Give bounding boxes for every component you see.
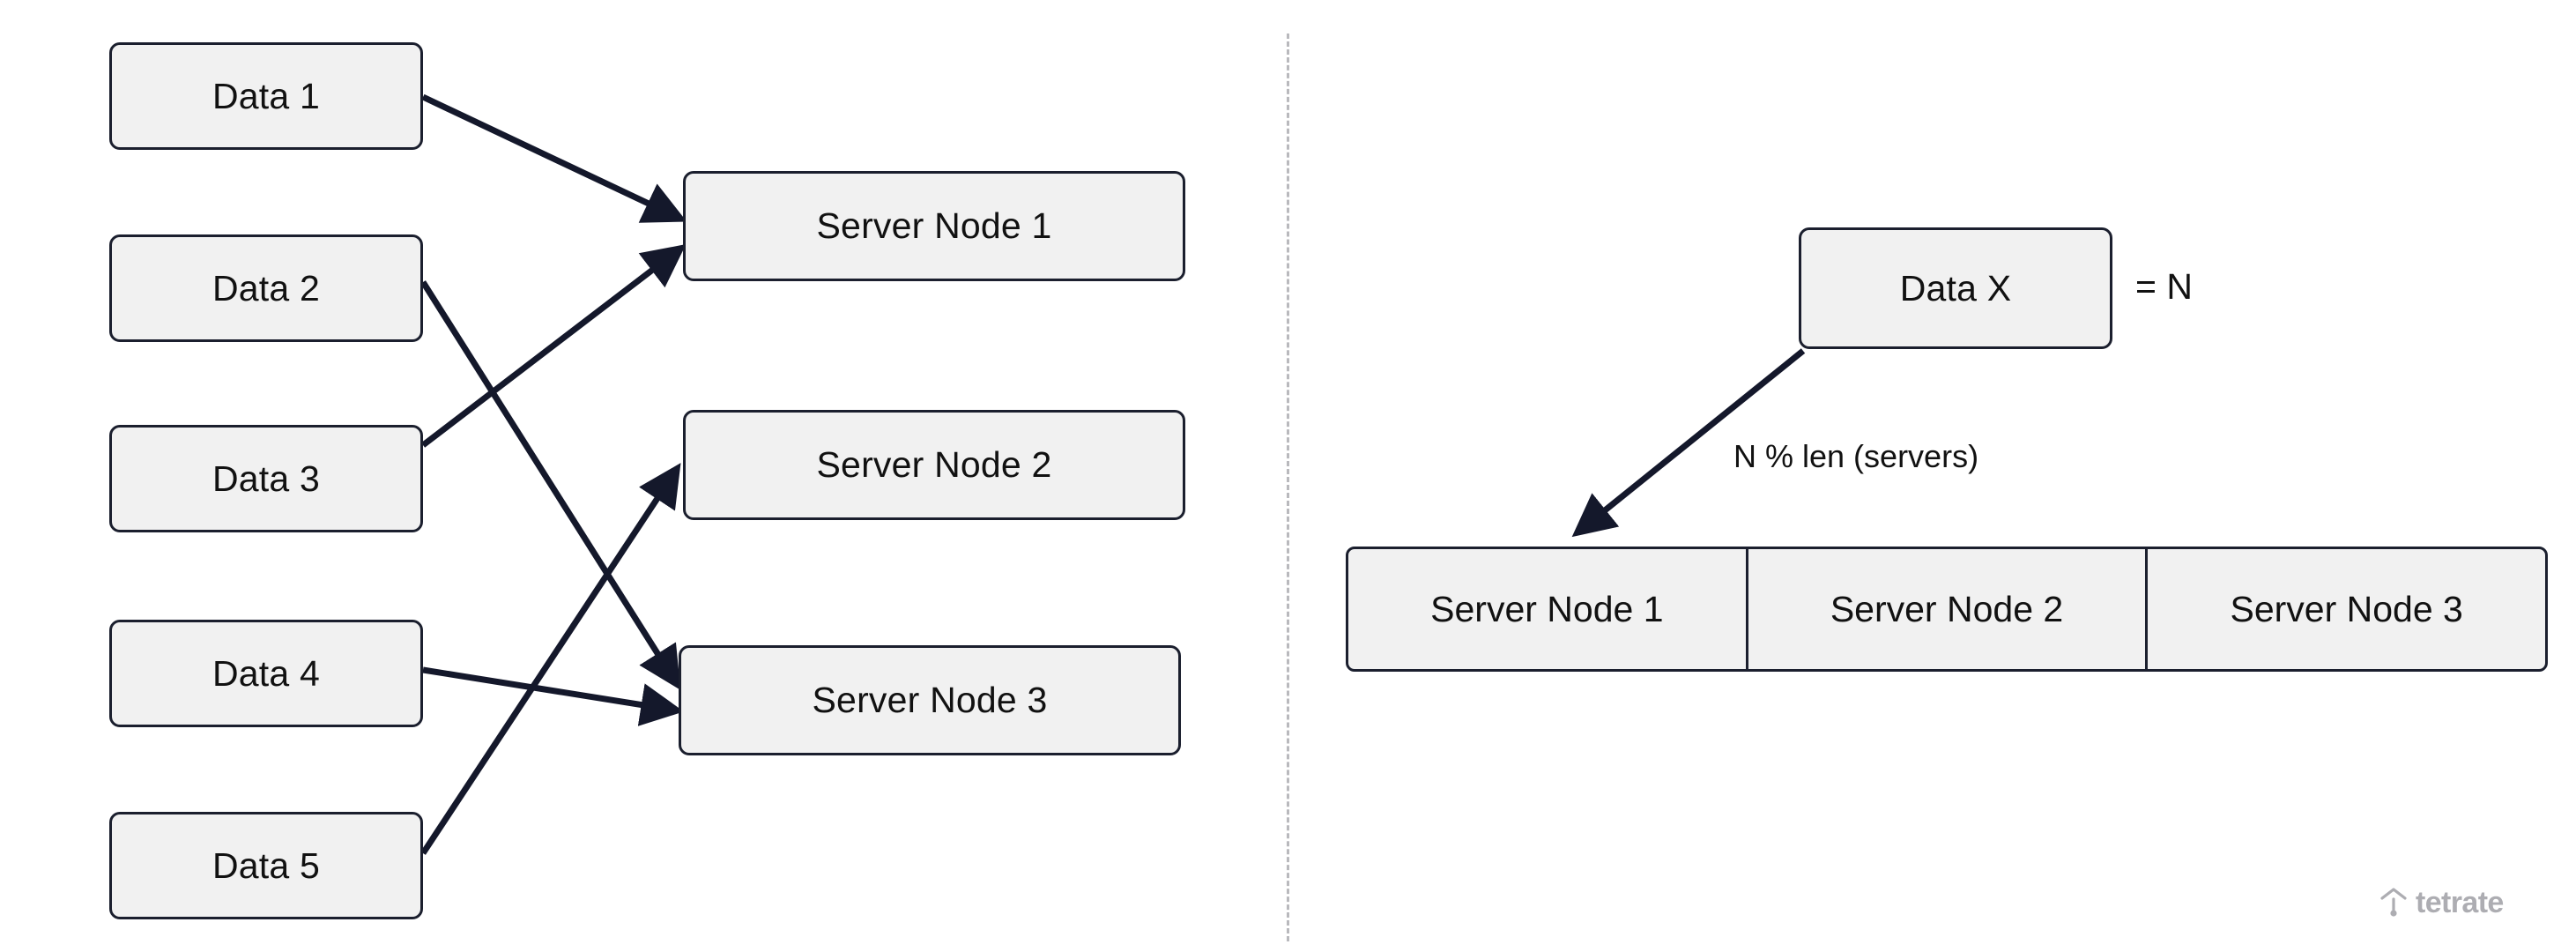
tetrate-mark-icon	[2380, 888, 2407, 917]
data-node-4-label: Data 4	[212, 652, 320, 694]
tetrate-logo: tetrate	[2379, 887, 2504, 919]
data-node-3-label: Data 3	[212, 457, 320, 499]
strip-server-node-3[interactable]: Server Node 3	[2145, 549, 2545, 669]
data-x-label: Data X	[1899, 267, 2012, 309]
tetrate-wordmark: tetrate	[2416, 886, 2504, 919]
equals-n-label: = N	[2135, 266, 2193, 307]
server-node-2[interactable]: Server Node 2	[683, 410, 1185, 520]
panel-divider	[1287, 33, 1289, 941]
data-node-1-label: Data 1	[212, 75, 320, 116]
data-node-2-label: Data 2	[212, 267, 320, 309]
server-node-1[interactable]: Server Node 1	[683, 171, 1185, 281]
data-node-3[interactable]: Data 3	[109, 425, 423, 532]
server-node-3-label: Server Node 3	[812, 680, 1048, 720]
strip-server-node-2-label: Server Node 2	[1830, 588, 2064, 629]
edge-data5-server2	[420, 463, 681, 855]
strip-server-node-3-label: Server Node 3	[2230, 588, 2463, 629]
strip-server-node-1[interactable]: Server Node 1	[1348, 549, 1746, 669]
server-node-2-label: Server Node 2	[816, 444, 1052, 485]
edge-data4-server3	[422, 666, 685, 726]
server-node-1-label: Server Node 1	[816, 205, 1052, 246]
server-node-3[interactable]: Server Node 3	[679, 645, 1181, 755]
data-node-2[interactable]: Data 2	[109, 234, 423, 342]
edge-data1-server1	[421, 93, 687, 223]
server-strip: Server Node 1 Server Node 2 Server Node …	[1346, 547, 2548, 672]
data-node-1[interactable]: Data 1	[109, 42, 423, 150]
edge-data2-server3	[420, 280, 681, 690]
strip-server-node-1-label: Server Node 1	[1430, 588, 1664, 629]
data-x-node[interactable]: Data X	[1799, 227, 2112, 349]
data-node-4[interactable]: Data 4	[109, 620, 423, 727]
strip-server-node-2[interactable]: Server Node 2	[1745, 549, 2146, 669]
data-node-5[interactable]: Data 5	[109, 812, 423, 919]
data-node-5-label: Data 5	[212, 844, 320, 886]
edge-data3-server1	[420, 244, 687, 448]
modulo-edge-label: N % len (servers)	[1733, 438, 1979, 474]
